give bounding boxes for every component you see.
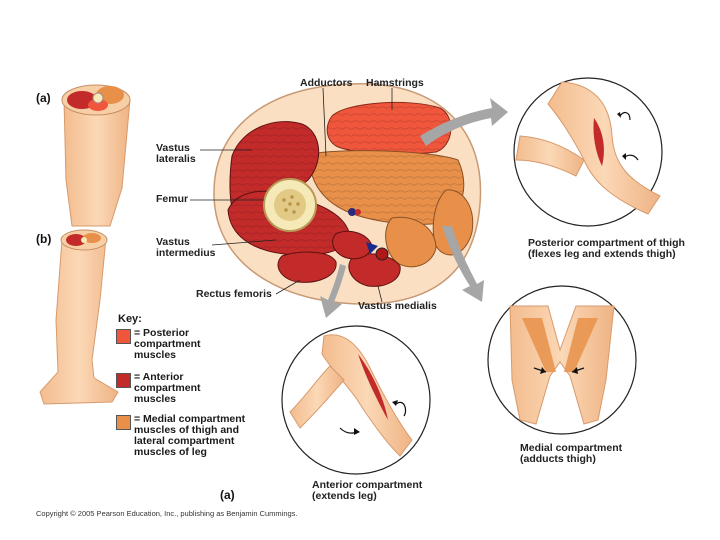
thigh-cross-section xyxy=(213,83,482,305)
leg-b-illustration xyxy=(39,229,119,405)
direction-arrows xyxy=(320,98,508,318)
anterior-compartment-illustration xyxy=(281,325,431,475)
leader-lines xyxy=(190,87,393,303)
caption-medial-compartment: Medial compartment(adducts thigh) xyxy=(520,442,623,465)
label-rectus-femoris: Rectus femoris xyxy=(196,288,272,300)
key-title: Key: xyxy=(118,313,142,325)
blood-vessel-icon xyxy=(348,208,356,216)
swatch-anterior xyxy=(116,373,131,388)
label-femur: Femur xyxy=(156,193,189,205)
rectus-femoris-muscle xyxy=(277,251,337,283)
part-label-b: (b) xyxy=(36,232,52,246)
swatch-posterior xyxy=(116,329,131,344)
leg-a-illustration xyxy=(61,84,131,227)
label-vastus-medialis: Vastus medialis xyxy=(358,300,437,312)
medial-compartment-illustration xyxy=(487,285,637,435)
posterior-compartment-illustration xyxy=(513,77,663,227)
swatch-medial xyxy=(116,415,131,430)
caption-posterior-compartment: Posterior compartment of thigh(flexes le… xyxy=(528,237,685,260)
copyright-notice: Copyright © 2005 Pearson Education, Inc.… xyxy=(36,509,298,518)
label-hamstrings: Hamstrings xyxy=(366,77,424,89)
part-label-a: (a) xyxy=(36,91,51,105)
femoral-vessel-icon xyxy=(375,247,389,261)
caption-anterior-compartment: Anterior compartment(extends leg) xyxy=(312,479,423,502)
part-label-a-bottom: (a) xyxy=(220,488,235,502)
label-adductors: Adductors xyxy=(300,77,353,89)
